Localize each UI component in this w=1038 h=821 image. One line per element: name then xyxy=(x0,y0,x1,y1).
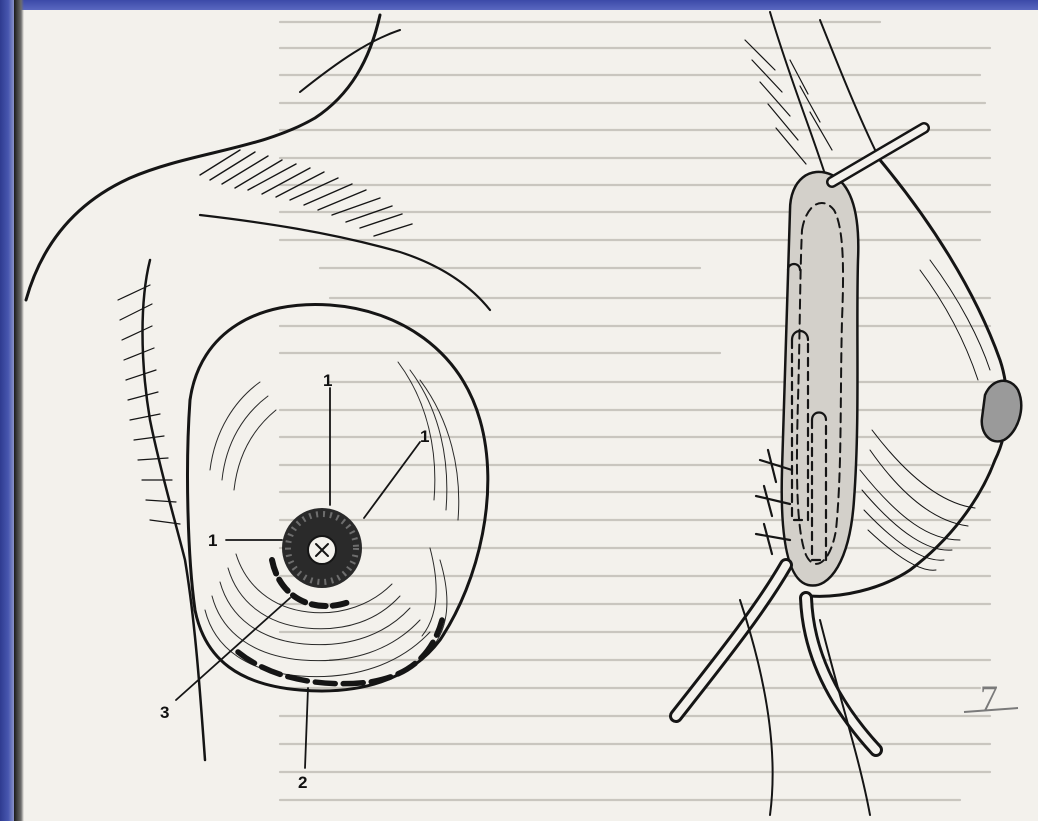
axillary-contour xyxy=(143,260,206,760)
pectoral-fold xyxy=(200,215,490,310)
callout-1-top: 1 xyxy=(323,371,332,390)
chest-wall-line-2 xyxy=(820,20,880,160)
clavicle-hatching xyxy=(200,150,412,236)
faded-text-background xyxy=(280,22,1000,800)
lateral-breast-view xyxy=(676,12,1021,815)
frontal-breast-view: 1 1 1 3 2 xyxy=(26,15,490,792)
margin-mark: 7 xyxy=(980,678,998,718)
breast-profile-shading xyxy=(860,260,990,570)
implant-pocket xyxy=(782,172,859,586)
nipple-profile xyxy=(982,381,1021,442)
callout-1-top-right: 1 xyxy=(420,427,429,446)
inframammary-incision xyxy=(238,620,442,684)
callout-2: 2 xyxy=(298,773,307,792)
callout-1-left: 1 xyxy=(208,531,217,550)
lower-drain-right xyxy=(806,598,876,750)
chest-wall-line xyxy=(770,12,830,190)
callout-3: 3 xyxy=(160,703,169,722)
axillary-hatching xyxy=(118,285,180,524)
upper-drain-tube-inner xyxy=(832,128,924,182)
lower-drain-left-inner xyxy=(676,565,786,716)
